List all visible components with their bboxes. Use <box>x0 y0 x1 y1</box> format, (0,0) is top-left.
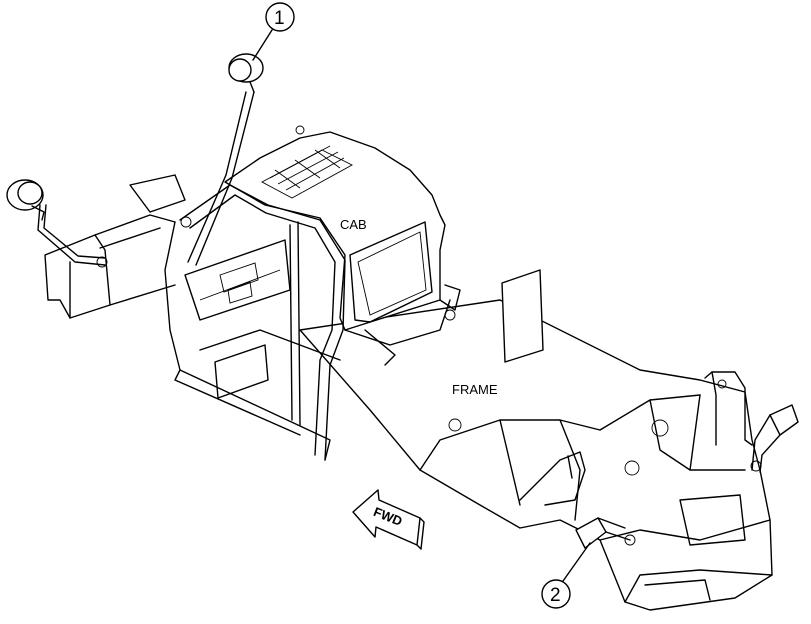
light-rear-right <box>750 404 799 473</box>
callout-2-number: 2 <box>550 585 561 606</box>
callout-2: 2 <box>541 542 591 609</box>
light-left <box>6 179 45 221</box>
cab <box>164 125 461 461</box>
callout-1: 1 <box>252 2 295 61</box>
light-2 <box>575 517 636 549</box>
frame-label: FRAME <box>452 382 498 397</box>
forward-arrow: FWD <box>352 489 425 550</box>
left-mount-bracket <box>37 174 186 319</box>
light-1 <box>180 53 264 266</box>
frame <box>299 269 773 611</box>
callout-1-number: 1 <box>274 8 285 29</box>
cab-label: CAB <box>340 217 367 232</box>
